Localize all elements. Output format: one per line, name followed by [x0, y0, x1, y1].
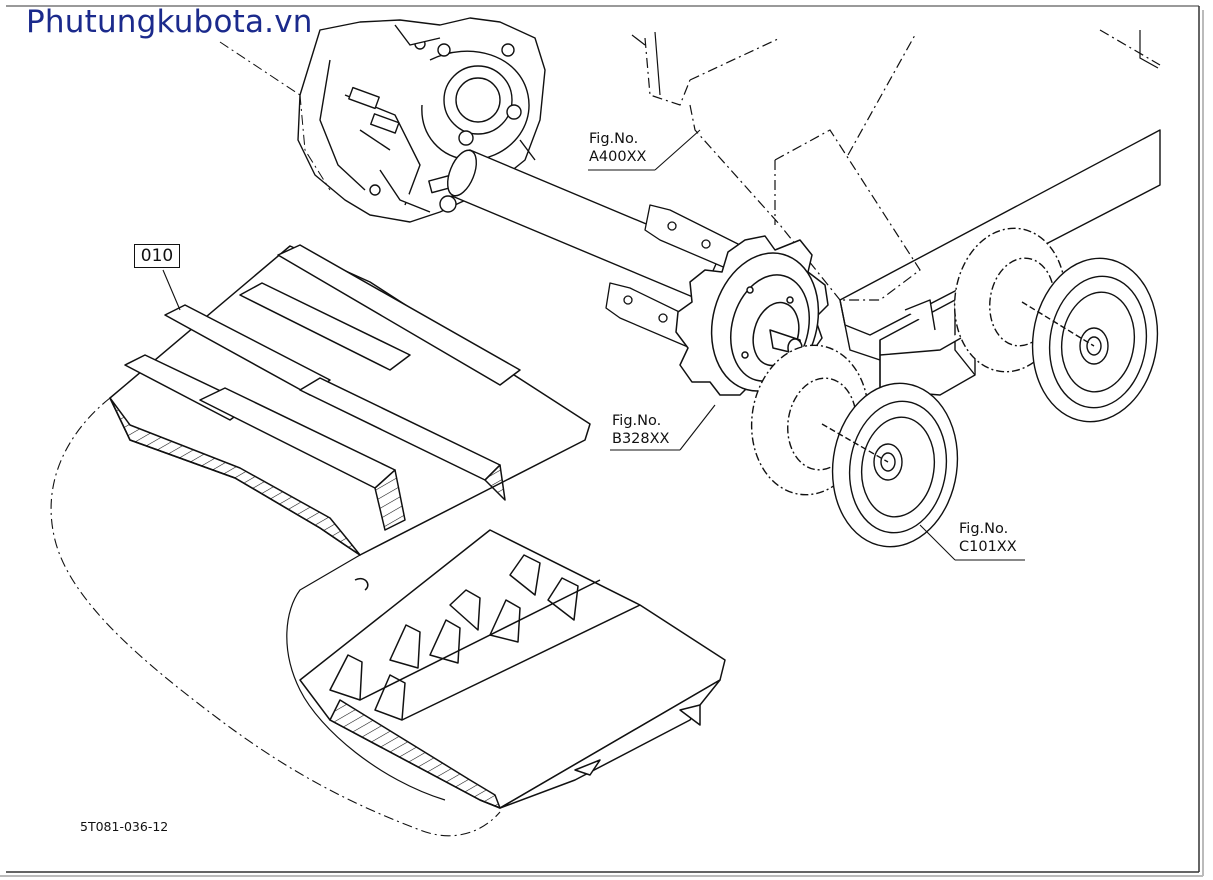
part-number-box[interactable]: 010 [134, 244, 180, 268]
track-roller-front [750, 344, 959, 548]
track-guide-lugs [299, 529, 726, 809]
fig-ref-c101-line1: Fig.No. [959, 521, 1009, 537]
fig-ref-a400-line2: A400XX [589, 149, 647, 165]
fig-ref-a400-line1: Fig.No. [589, 131, 639, 147]
fig-ref-a400[interactable]: Fig.No. A400XX [589, 130, 646, 166]
drawing-code: 5T081-036-12 [80, 819, 169, 834]
fig-ref-b328[interactable]: Fig.No. B328XX [612, 412, 670, 448]
fig-ref-b328-line2: B328XX [612, 431, 670, 447]
rubber-track [50, 244, 591, 837]
housing-outline-dashed [219, 41, 331, 191]
watermark: Phutungkubota.vn [26, 4, 313, 40]
fig-ref-b328-line1: Fig.No. [612, 413, 662, 429]
fig-ref-c101-line2: C101XX [959, 539, 1017, 555]
fig-ref-c101[interactable]: Fig.No. C101XX [959, 520, 1017, 556]
page-frame [0, 5, 1204, 877]
track-roller-rear [953, 227, 1159, 423]
leader-lines [162, 129, 1025, 561]
